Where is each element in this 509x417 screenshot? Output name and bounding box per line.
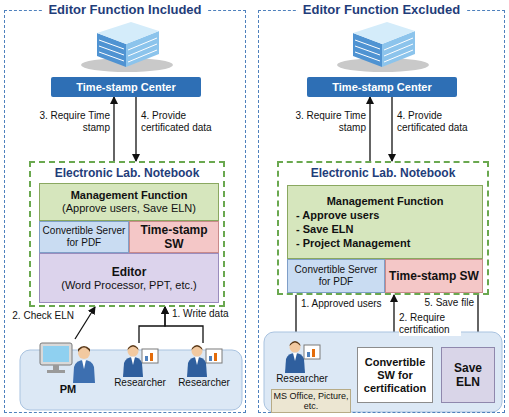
node-text: MS Office, Picture, etc. bbox=[272, 391, 350, 411]
icon bbox=[51, 17, 201, 73]
node-text: - Save ELN bbox=[296, 222, 353, 236]
node-text: Electronic Lab. Notebook bbox=[51, 166, 204, 180]
node-text: Management Function bbox=[71, 189, 188, 202]
node-text: Time-stamp Center bbox=[51, 77, 201, 97]
node-text: (Word Processor, PPT, etc.) bbox=[61, 279, 197, 292]
edge-label: 5. Save file bbox=[410, 297, 474, 309]
timestamp-sw-box: Time-stamp SW bbox=[129, 221, 219, 253]
user-group-area bbox=[264, 332, 502, 412]
node-text: - Project Management bbox=[296, 236, 410, 250]
researcher-user: Researcher bbox=[269, 339, 335, 387]
node-text: - Approve users bbox=[296, 208, 379, 222]
converter-box: Convertible Server for PDF bbox=[287, 259, 385, 293]
converter-box: Convertible Server for PDF bbox=[39, 221, 129, 253]
time-stamp-center: Time-stamp Center bbox=[51, 17, 201, 97]
software-box: MS Office, Picture, etc. bbox=[271, 389, 351, 413]
node-text: PM bbox=[60, 383, 77, 396]
node-text: Electronic Lab. Notebook bbox=[307, 166, 460, 180]
panel: Editor Function ExcludedTime-stamp Cente… bbox=[258, 10, 505, 413]
icon bbox=[282, 339, 322, 373]
timestamp-sw-box: Time-stamp SW bbox=[385, 259, 483, 293]
node-text: Researcher bbox=[178, 377, 230, 389]
node-text: Save ELN bbox=[442, 361, 494, 389]
icon bbox=[307, 17, 457, 73]
connector-arrow bbox=[75, 307, 95, 339]
edge-label: 4. Provide certificated data bbox=[141, 110, 227, 134]
node-text: Time-stamp SW bbox=[130, 223, 218, 251]
edge-label: 4. Provide certificated data bbox=[397, 110, 483, 134]
node-text: Convertible SW for certification bbox=[358, 356, 432, 395]
researcher-icon bbox=[120, 343, 160, 377]
eln-container: Electronic Lab. NotebookManagement Funct… bbox=[29, 161, 225, 307]
building-icon bbox=[307, 17, 457, 73]
connector-arrow bbox=[139, 307, 165, 343]
node-text: Management Function bbox=[327, 195, 444, 208]
eln-container: Electronic Lab. NotebookManagement Funct… bbox=[277, 161, 489, 295]
node-text: (Approve users, Save ELN) bbox=[62, 202, 196, 215]
node-text: Editor Function Included bbox=[42, 2, 207, 18]
edge-label: 3. Require Time stamp bbox=[38, 110, 110, 134]
icon bbox=[38, 339, 98, 383]
edge-label: 1. Write data bbox=[172, 308, 238, 320]
icon bbox=[184, 343, 224, 377]
node-text: Convertible Server for PDF bbox=[288, 264, 384, 288]
node-text: Time-stamp SW bbox=[389, 269, 479, 283]
node-text: Time-stamp Center bbox=[307, 77, 457, 97]
node-text: Researcher bbox=[114, 377, 166, 389]
researcher-icon bbox=[184, 343, 224, 377]
researcher-user: Researcher bbox=[173, 343, 235, 411]
edge-label: 2. Require certification bbox=[399, 312, 461, 336]
pm-user: PM bbox=[31, 339, 105, 411]
management-box: Management Function(Approve users, Save … bbox=[39, 183, 219, 221]
time-stamp-center: Time-stamp Center bbox=[307, 17, 457, 97]
node-text: Editor bbox=[112, 265, 147, 279]
editor-box: Editor(Word Processor, PPT, etc.) bbox=[39, 253, 219, 303]
node-text: Researcher bbox=[276, 373, 328, 385]
node-text: Convertible Server for PDF bbox=[40, 225, 128, 249]
building-icon bbox=[51, 17, 201, 73]
management-box: Management Function- Approve users- Save… bbox=[287, 185, 483, 259]
connector-arrow bbox=[113, 97, 114, 161]
researcher-user: Researcher bbox=[109, 343, 171, 411]
pm-icon bbox=[38, 339, 98, 383]
node-text: Editor Function Excluded bbox=[297, 2, 466, 18]
connector-arrow bbox=[369, 97, 370, 161]
researcher-icon bbox=[282, 339, 322, 373]
icon bbox=[120, 343, 160, 377]
edge-label: 3. Require Time stamp bbox=[294, 110, 366, 134]
connector-arrow bbox=[135, 97, 136, 161]
connector-arrow bbox=[391, 97, 392, 161]
save-box: Save ELN bbox=[441, 347, 495, 403]
panel: Editor Function IncludedTime-stamp Cente… bbox=[4, 10, 246, 413]
edge-label: 2. Check ELN bbox=[8, 310, 74, 322]
converter-sw-box: Convertible SW for certification bbox=[357, 347, 433, 403]
edge-label: 1. Approved users bbox=[301, 298, 387, 310]
